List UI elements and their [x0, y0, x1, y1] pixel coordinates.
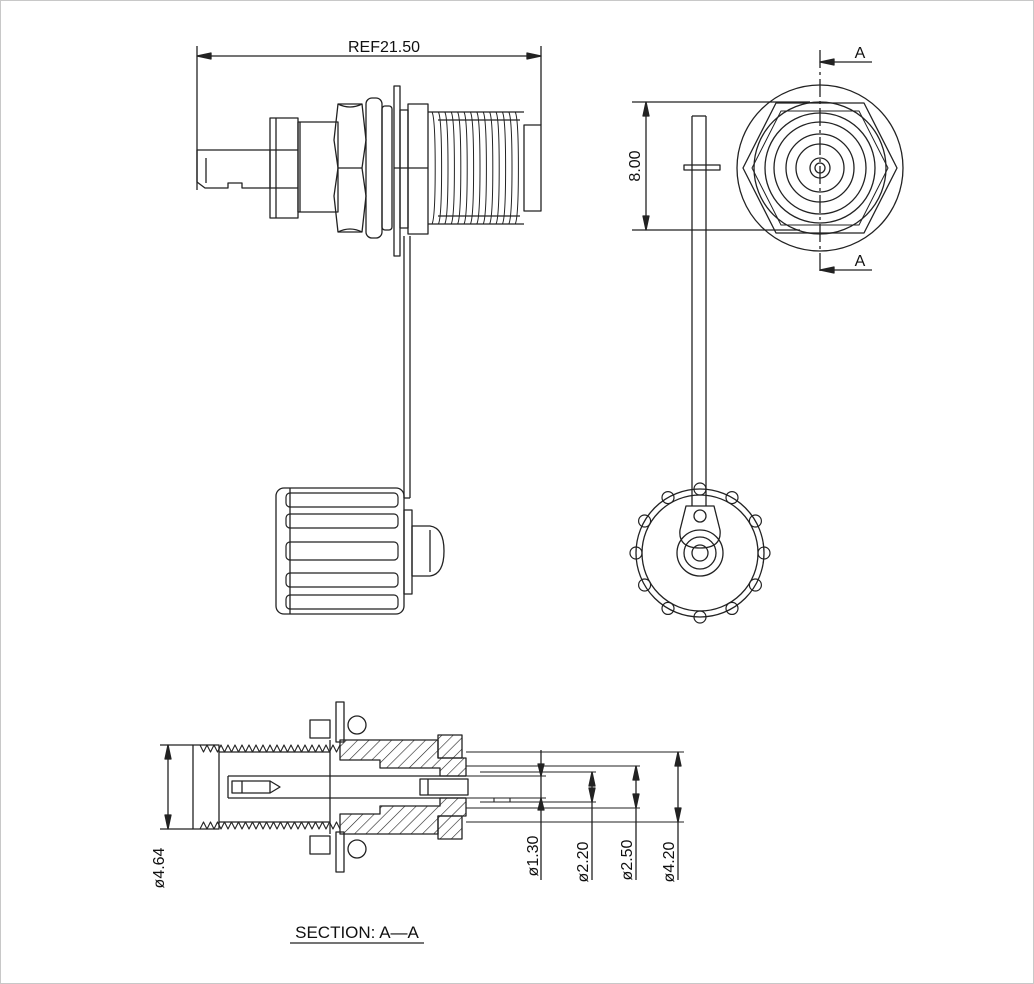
thread-ridge: [437, 111, 443, 225]
thread-ridge: [514, 111, 519, 225]
front-view: 8.00 A A: [627, 45, 904, 624]
cap-knurl: [661, 491, 675, 505]
section-body: [192, 744, 469, 830]
dia-outer-dimension: ø4.20: [661, 751, 682, 882]
height-label: 8.00: [627, 150, 644, 181]
cap-knurl: [693, 482, 707, 496]
thread-ridge: [476, 111, 481, 225]
thread-ridge: [444, 111, 449, 225]
thread-ridge: [457, 111, 462, 225]
thread-ridge: [450, 111, 455, 225]
thread-ridge: [469, 111, 475, 225]
thread-ridge: [508, 111, 513, 225]
thread-ridge: [495, 111, 500, 225]
section-thread: [199, 744, 341, 753]
dia-inner-label: ø2.20: [575, 841, 592, 882]
front-connector: [736, 84, 904, 252]
dia-outer-label: ø4.20: [661, 841, 678, 882]
section-line: A A: [819, 45, 872, 274]
cap-knurl: [629, 546, 643, 560]
section-extension-lines: [466, 751, 684, 823]
retaining-strap: [403, 236, 411, 499]
cap-knurl: [637, 514, 652, 528]
dia-inner-dimension: ø2.20: [575, 771, 596, 882]
panel-plate: [393, 85, 429, 257]
lock-washer: [365, 97, 393, 239]
thread-ridge: [482, 111, 487, 225]
overall-length-dimension: REF21.50: [196, 39, 542, 190]
thread-ridge: [489, 111, 494, 225]
thread-ridge: [463, 111, 468, 225]
dia-body-label: ø4.64: [151, 847, 168, 888]
side-view: REF21.50: [196, 39, 542, 615]
section-view: ø4.64 ø1.30 ø2.20 ø2.50 ø4.20: [151, 701, 684, 944]
thread-ridge: [431, 111, 436, 225]
dia-pin-label: ø1.30: [525, 835, 542, 876]
section-hatched: [309, 701, 467, 873]
cap-knurl: [748, 514, 763, 528]
section-thread: [199, 821, 341, 830]
section-title-label: SECTION: A—A: [295, 923, 419, 942]
cap-knurl: [757, 546, 771, 560]
section-mark-bottom: A: [855, 253, 866, 270]
dia-mid-dimension: ø2.50: [619, 765, 640, 880]
height-dimension: 8.00: [627, 101, 810, 231]
rear-nut: [269, 117, 339, 219]
cap-knurl: [637, 578, 652, 592]
cap-knurl: [725, 601, 739, 616]
cap-knurl: [748, 578, 763, 592]
hex-nut: [333, 103, 367, 233]
dia-pin-dimension: ø1.30: [525, 750, 545, 880]
thread-ridge: [501, 111, 507, 225]
dia-body-dimension: ø4.64: [151, 744, 193, 888]
threaded-body: [428, 111, 542, 225]
rear-tail: [196, 149, 271, 189]
cap-knurl: [693, 610, 707, 624]
overall-length-label: REF21.50: [348, 39, 420, 56]
dust-cap-side: [275, 487, 445, 615]
dust-cap-front: [629, 482, 771, 624]
section-mark-top: A: [855, 45, 866, 62]
front-strap: [683, 115, 721, 506]
dia-mid-label: ø2.50: [619, 839, 636, 880]
cap-knurl: [661, 601, 675, 616]
section-title: SECTION: A—A: [290, 923, 424, 944]
cap-knurl: [725, 491, 739, 505]
